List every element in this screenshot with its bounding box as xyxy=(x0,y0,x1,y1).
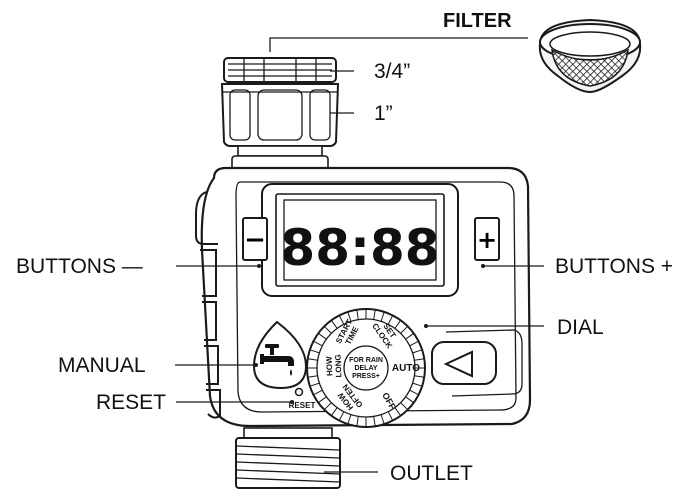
dial-knurl xyxy=(307,309,425,427)
dial-knurl-tick xyxy=(338,315,345,325)
dial-knurl-tick xyxy=(394,320,402,329)
callout-size-one-inch: 1” xyxy=(374,102,393,125)
plus-key-label: + xyxy=(477,226,497,254)
reset-button[interactable] xyxy=(294,387,304,397)
dial-knurl-tick xyxy=(412,382,423,387)
dial-knurl-tick xyxy=(356,309,359,320)
grip-ribs xyxy=(195,191,221,419)
filter-illustration xyxy=(538,18,642,94)
leader-lines xyxy=(175,37,544,473)
dial-knurl-tick xyxy=(414,375,425,378)
program-dial[interactable]: FOR RAIN DELAY PRESS+ SET CLOCK START TI… xyxy=(306,308,426,428)
dial-knurl-tick xyxy=(409,340,419,347)
dial-knurl-tick xyxy=(409,389,419,396)
dial-knurl-tick xyxy=(318,332,327,340)
dial-knurl-tick xyxy=(347,311,352,322)
dial-how-long-1: HOW xyxy=(325,356,335,376)
callout-dial: DIAL xyxy=(557,316,604,339)
dial-knurl-tick xyxy=(380,311,385,322)
outlet-fitting xyxy=(235,427,341,489)
dial-knurl-tick xyxy=(387,411,394,421)
dial-knurl-tick xyxy=(405,332,414,340)
callout-buttons-minus: BUTTONS — xyxy=(16,255,143,278)
dial-center-line-3: PRESS+ xyxy=(352,373,380,380)
dial-knurl-tick xyxy=(412,349,423,354)
dial-knurl-tick xyxy=(307,375,318,378)
dial-knurl-tick xyxy=(400,402,409,411)
dial-knurl-tick xyxy=(387,315,394,325)
dial-how-long-2: LONG xyxy=(334,354,344,377)
reset-device-label: RESET xyxy=(289,401,316,410)
dial-knurl-tick xyxy=(338,411,345,421)
dial-knurl-tick xyxy=(330,320,338,329)
lcd-digits: 88:88 xyxy=(280,219,439,277)
dial-knurl-tick xyxy=(414,358,425,361)
callout-reset: RESET xyxy=(96,391,166,414)
dial-auto: AUTO xyxy=(392,363,420,374)
dial-knurl-tick xyxy=(313,340,323,347)
dial-knurl-tick xyxy=(318,396,327,404)
callout-manual: MANUAL xyxy=(58,354,146,377)
lcd-display: 88:88 xyxy=(261,183,459,297)
dial-knurl-tick xyxy=(309,382,320,387)
plus-button[interactable]: + xyxy=(474,217,500,261)
dial-center-line-2: DELAY xyxy=(354,365,377,372)
dial-knurl-tick xyxy=(400,325,409,334)
dial-knurl-tick xyxy=(356,416,359,427)
dial-knurl-tick xyxy=(380,414,385,425)
dial-knurl-tick xyxy=(373,416,376,427)
dial-knurl-tick xyxy=(307,358,318,361)
manual-button[interactable] xyxy=(252,320,308,390)
faucet-icon xyxy=(260,344,294,376)
dial-knurl-tick xyxy=(309,349,320,354)
minus-button[interactable]: − xyxy=(242,217,268,261)
dial-knurl-tick xyxy=(394,407,402,416)
dial-center-line-1: FOR RAIN xyxy=(349,357,383,364)
callout-outlet: OUTLET xyxy=(390,462,473,485)
dial-knurl-tick xyxy=(330,407,338,416)
minus-key-label: − xyxy=(244,225,266,255)
callout-filter: FILTER xyxy=(443,10,512,32)
dial-knurl-tick xyxy=(347,414,352,425)
callout-size-three-quarter: 3/4” xyxy=(374,60,410,83)
inlet-coupling xyxy=(220,57,340,171)
dial-knurl-tick xyxy=(323,402,332,411)
callout-buttons-plus: BUTTONS + xyxy=(555,255,673,278)
dial-knurl-tick xyxy=(405,396,414,404)
dial-knurl-tick xyxy=(313,389,323,396)
dial-knurl-tick xyxy=(323,325,332,334)
dial-knurl-tick xyxy=(373,309,376,320)
